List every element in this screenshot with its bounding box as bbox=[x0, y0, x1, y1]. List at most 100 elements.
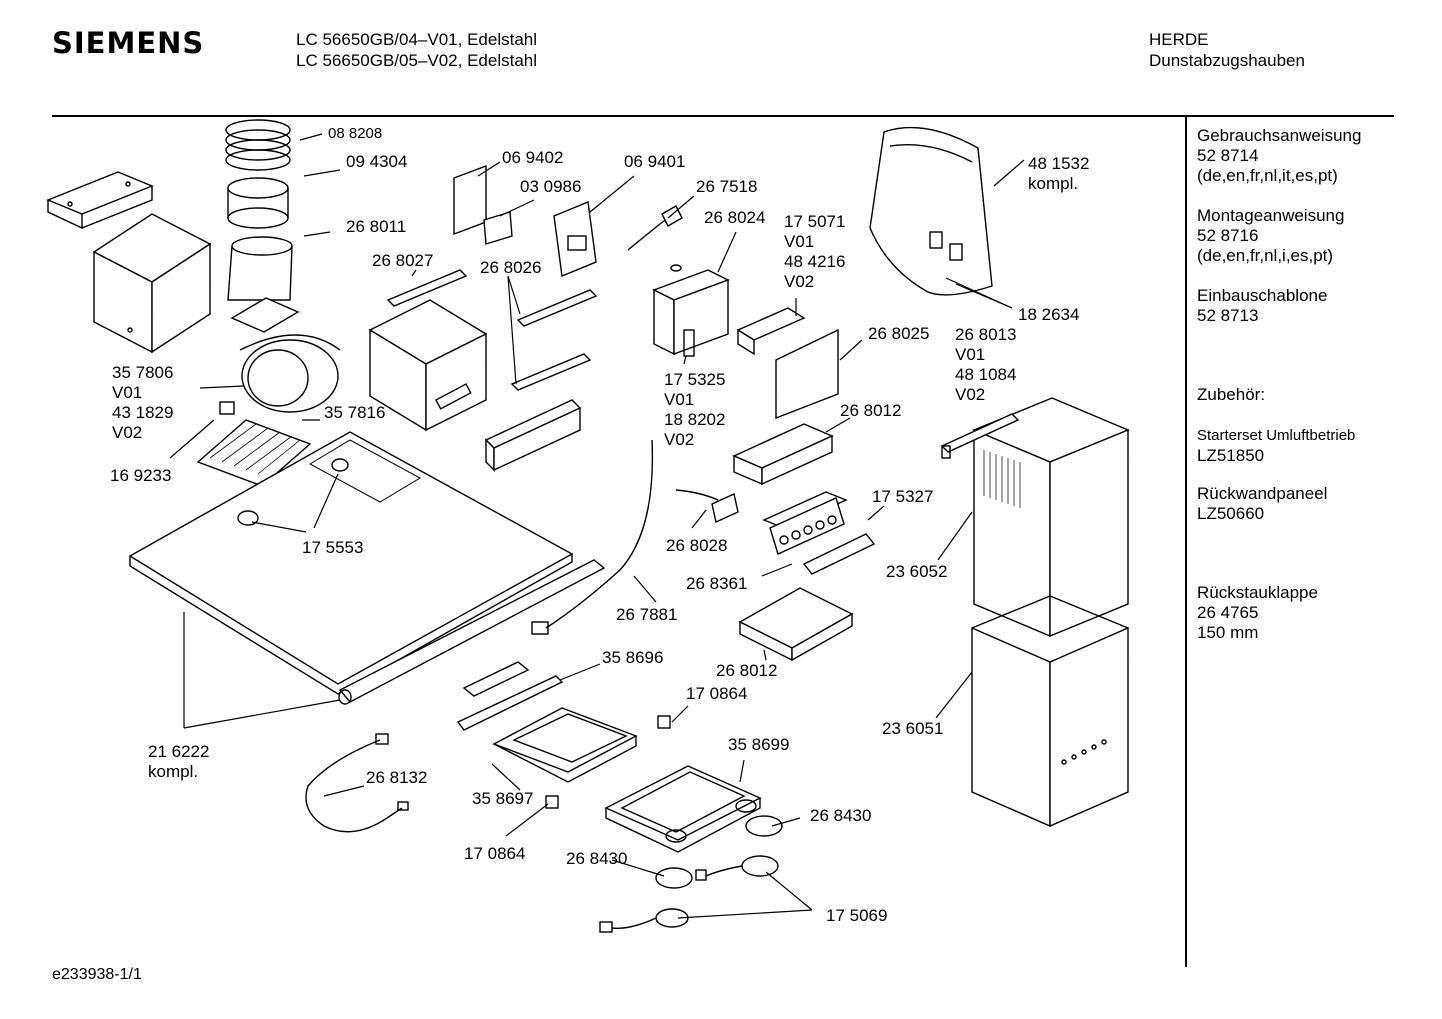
sidebar-accessory-backflow-flap: Rückstauklappe 26 4765 150 mm bbox=[1197, 583, 1318, 643]
part-label-268012-upper: 26 8012 bbox=[840, 401, 902, 420]
part-label-line: 18 8202 bbox=[664, 410, 726, 429]
sidebar-doc-template: Einbauschablone 52 8713 bbox=[1197, 286, 1327, 326]
sidebar-line: Rückwandpaneel bbox=[1197, 484, 1328, 503]
sidebar-line: (de,en,fr,nl,it,es,pt) bbox=[1197, 166, 1338, 185]
sidebar-line: (de,en,fr,nl,i,es,pt) bbox=[1197, 246, 1334, 265]
sidebar-accessory-back-panel: Rückwandpaneel LZ50660 bbox=[1197, 484, 1327, 524]
lamp-bracket-drawing bbox=[456, 661, 564, 731]
transformer-drawing bbox=[736, 307, 806, 356]
control-panel-cover-drawing bbox=[775, 328, 839, 420]
part-label-268026: 26 8026 bbox=[480, 258, 542, 277]
part-label-357806: 35 7806 V01 43 1829 V02 bbox=[112, 363, 173, 443]
motor-housing-drawing bbox=[368, 299, 488, 432]
electronics-housing-drawing bbox=[652, 264, 730, 357]
part-label-030986: 03 0986 bbox=[520, 177, 582, 196]
lamp-housing-drawing bbox=[492, 707, 638, 783]
filter-latch-drawing bbox=[219, 401, 235, 415]
sidebar-line: 52 8716 bbox=[1197, 226, 1259, 245]
exploded-parts-diagram bbox=[46, 119, 1130, 933]
sidebar-accessory-starterset: Starterset Umluftbetrieb LZ51850 bbox=[1197, 426, 1355, 466]
part-label-267881: 26 7881 bbox=[616, 605, 678, 624]
part-label-line: V01 bbox=[112, 383, 143, 402]
part-label-236051: 23 6051 bbox=[882, 719, 944, 738]
flue-cover-drawing bbox=[92, 213, 212, 354]
sidebar-line: Starterset Umluftbetrieb bbox=[1197, 427, 1356, 444]
canopy-plate-drawing bbox=[128, 431, 574, 695]
part-label-line: V01 bbox=[955, 345, 986, 364]
part-label-line: V01 bbox=[784, 232, 815, 251]
front-bar-drawing bbox=[338, 559, 606, 705]
part-label-line: 26 8013 bbox=[955, 325, 1017, 344]
button-board-drawing bbox=[762, 491, 848, 555]
control-box-drawing bbox=[732, 423, 834, 486]
part-label-182634: 18 2634 bbox=[1018, 305, 1080, 324]
part-label-170864-lower: 17 0864 bbox=[464, 844, 526, 863]
part-label-268012-lower: 26 8012 bbox=[716, 661, 778, 680]
part-label-268013: 26 8013 V01 48 1084 V02 bbox=[955, 325, 1016, 405]
long-cable-drawing bbox=[531, 439, 654, 635]
duct-rings-drawing bbox=[225, 119, 293, 301]
sidebar-line: Einbauschablone bbox=[1197, 286, 1328, 305]
sidebar-line: 150 mm bbox=[1197, 623, 1259, 642]
blower-drawing bbox=[230, 297, 341, 413]
lower-chimney-drawing bbox=[971, 595, 1129, 828]
sidebar-line: Montageanweisung bbox=[1197, 206, 1345, 225]
sidebar-line: 26 4765 bbox=[1197, 603, 1259, 622]
switch-box-drawing bbox=[453, 164, 597, 277]
chimney-bracket-drawing bbox=[940, 413, 1020, 459]
category-line-1: HERDE bbox=[1149, 30, 1209, 49]
connector-drawing bbox=[675, 489, 739, 523]
part-label-line: 17 5071 bbox=[784, 212, 846, 231]
part-label-169233: 16 9233 bbox=[110, 466, 172, 485]
part-label-line: 43 1829 bbox=[112, 403, 174, 422]
part-label-175069: 17 5069 bbox=[826, 906, 888, 925]
lower-tray-drawing bbox=[738, 587, 854, 662]
part-label-358696: 35 8696 bbox=[602, 648, 664, 667]
wire-harness-drawing bbox=[305, 733, 409, 833]
clip-drawing bbox=[545, 715, 671, 809]
sidebar-line: Zubehör: bbox=[1197, 385, 1266, 404]
part-label-line: V02 bbox=[664, 430, 695, 449]
sidebar-doc-install-manual: Montageanweisung 52 8716 (de,en,fr,nl,i,… bbox=[1197, 206, 1344, 266]
part-label-236052: 23 6052 bbox=[886, 562, 948, 581]
part-label-481532: 48 1532 kompl. bbox=[1028, 154, 1089, 194]
sidebar-line: Gebrauchsanweisung bbox=[1197, 126, 1362, 145]
part-label-170864-upper: 17 0864 bbox=[686, 684, 748, 703]
part-label-line: 21 6222 bbox=[148, 742, 210, 761]
sidebar-line: Rückstauklappe bbox=[1197, 583, 1318, 602]
part-label-175553: 17 5553 bbox=[302, 538, 364, 557]
part-label-line: V02 bbox=[784, 272, 815, 291]
part-label-069401: 06 9401 bbox=[624, 152, 686, 171]
sidebar-line: LZ51850 bbox=[1197, 446, 1265, 465]
model-line-2: LC 56650GB/05–V02, Edelstahl bbox=[296, 51, 538, 70]
part-label-line: V02 bbox=[112, 423, 143, 442]
part-label-175327: 17 5327 bbox=[872, 487, 934, 506]
part-label-line: V02 bbox=[955, 385, 986, 404]
light-panel-drawing bbox=[604, 765, 762, 853]
screws-bag-drawing bbox=[869, 126, 993, 296]
part-label-088208: 08 8208 bbox=[328, 125, 383, 142]
lamps-drawing bbox=[599, 815, 783, 933]
document-id: e233938-1/1 bbox=[52, 966, 142, 983]
part-label-line: 48 1532 bbox=[1028, 154, 1090, 173]
brand-logo: SIEMENS bbox=[52, 26, 205, 60]
sidebar-accessories-heading: Zubehör: bbox=[1197, 385, 1265, 405]
part-label-268028: 26 8028 bbox=[666, 536, 728, 555]
part-label-268132: 26 8132 bbox=[366, 768, 428, 787]
part-label-268361: 26 8361 bbox=[686, 574, 748, 593]
part-label-268025: 26 8025 bbox=[868, 324, 930, 343]
part-label-358699: 35 8699 bbox=[728, 735, 790, 754]
part-label-268430-left: 26 8430 bbox=[566, 849, 628, 868]
part-label-line: V01 bbox=[664, 390, 695, 409]
part-label-358697: 35 8697 bbox=[472, 789, 534, 808]
sidebar-rule bbox=[1185, 117, 1187, 967]
upper-chimney-drawing bbox=[972, 397, 1130, 638]
part-label-175325: 17 5325 V01 18 8202 V02 bbox=[664, 370, 725, 450]
grease-filter-drawing bbox=[196, 419, 312, 487]
sidebar-doc-user-manual: Gebrauchsanweisung 52 8714 (de,en,fr,nl,… bbox=[1197, 126, 1361, 186]
part-label-175071: 17 5071 V01 48 4216 V02 bbox=[784, 212, 845, 292]
wall-bracket-drawing bbox=[46, 171, 154, 230]
part-label-268027: 26 8027 bbox=[372, 251, 434, 270]
part-label-268011: 26 8011 bbox=[346, 217, 407, 236]
header-rule bbox=[52, 115, 1394, 117]
